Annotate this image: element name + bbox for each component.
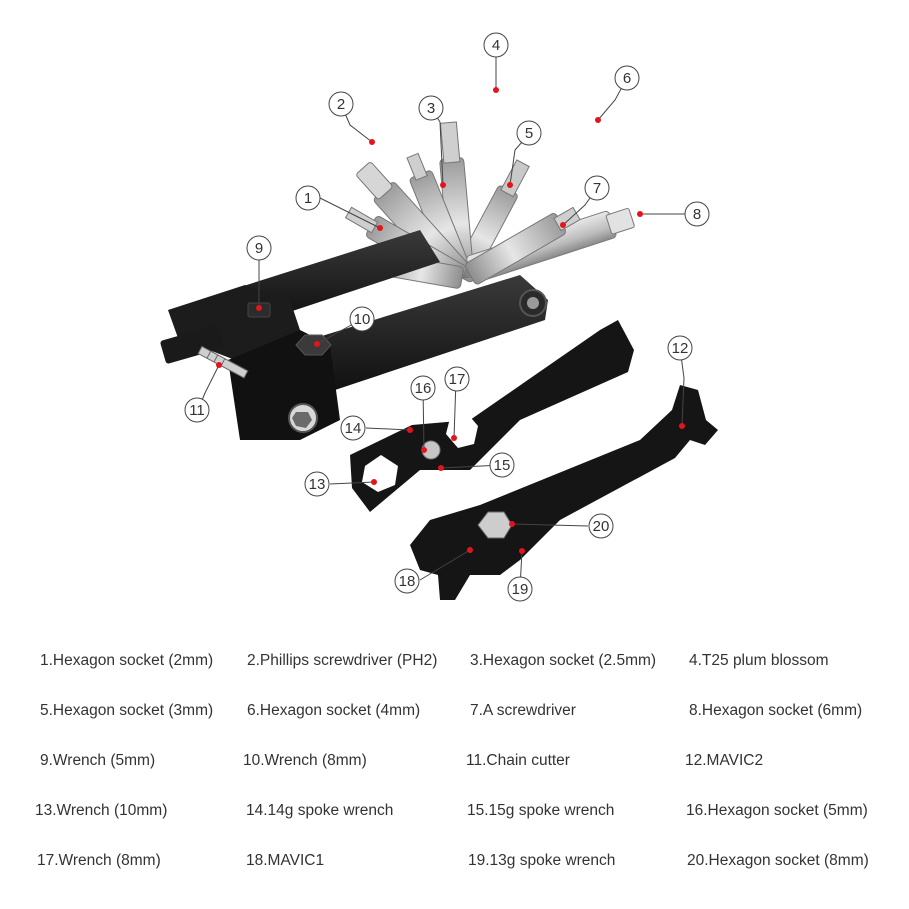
- svg-text:3: 3: [427, 100, 435, 117]
- svg-text:4: 4: [492, 37, 500, 54]
- tool-frame: [160, 230, 548, 440]
- legend-item: 17.Wrench (8mm): [37, 852, 161, 869]
- svg-text:7: 7: [593, 180, 601, 197]
- legend-item: 13.Wrench (10mm): [35, 802, 168, 819]
- legend-item: 9.Wrench (5mm): [40, 752, 156, 769]
- svg-text:13: 13: [309, 476, 326, 493]
- legend-item: 14.14g spoke wrench: [246, 802, 394, 819]
- legend-item: 2.Phillips screwdriver (PH2): [247, 652, 438, 669]
- marker-dots: [216, 87, 685, 554]
- callout-15: 15: [489, 452, 515, 478]
- callout-8: 8: [684, 201, 710, 227]
- legend-item: 11.Chain cutter: [466, 752, 570, 769]
- svg-text:6: 6: [623, 70, 631, 87]
- legend-item: 5.Hexagon socket (3mm): [40, 702, 214, 719]
- svg-text:8: 8: [693, 206, 701, 223]
- callout-20: 20: [588, 513, 614, 539]
- legend-item: 3.Hexagon socket (2.5mm): [470, 652, 657, 669]
- callout-9: 9: [246, 235, 272, 261]
- callout-11: 11: [184, 397, 210, 423]
- legend-item: 15.15g spoke wrench: [467, 802, 615, 819]
- callout-19: 19: [507, 576, 533, 602]
- svg-text:17: 17: [449, 371, 466, 388]
- svg-text:2: 2: [337, 96, 345, 113]
- callout-12: 12: [667, 335, 693, 361]
- svg-text:20: 20: [593, 518, 610, 535]
- callout-2: 2: [328, 91, 354, 117]
- legend-item: 4.T25 plum blossom: [689, 652, 829, 669]
- callout-3: 3: [418, 95, 444, 121]
- legend-item: 7.A screwdriver: [470, 702, 576, 719]
- spoke-wrench: [350, 320, 634, 512]
- callout-13: 13: [304, 471, 330, 497]
- svg-text:18: 18: [399, 573, 416, 590]
- legend-item: 18.MAVIC1: [246, 852, 325, 869]
- svg-text:14: 14: [345, 420, 362, 437]
- svg-text:12: 12: [672, 340, 689, 357]
- svg-text:19: 19: [512, 581, 529, 598]
- svg-text:9: 9: [255, 240, 263, 257]
- callout-7: 7: [584, 175, 610, 201]
- legend-item: 16.Hexagon socket (5mm): [686, 802, 868, 819]
- callout-16: 16: [410, 375, 436, 401]
- legend-item: 12.MAVIC2: [685, 752, 764, 769]
- callout-18: 18: [394, 568, 420, 594]
- tool-legend: 1.Hexagon socket (2mm) 2.Phillips screwd…: [0, 638, 909, 888]
- svg-text:11: 11: [189, 402, 205, 419]
- legend-item: 10.Wrench (8mm): [243, 752, 367, 769]
- legend-item: 20.Hexagon socket (8mm): [687, 852, 869, 869]
- svg-text:10: 10: [354, 311, 371, 328]
- callout-6: 6: [614, 65, 640, 91]
- multi-tool-diagram: 1 2 3 4 5 6 7 8: [160, 32, 718, 602]
- legend-item: 1.Hexagon socket (2mm): [40, 652, 214, 669]
- svg-text:5: 5: [525, 125, 533, 142]
- callout-17: 17: [444, 366, 470, 392]
- svg-text:15: 15: [494, 457, 511, 474]
- legend-item: 19.13g spoke wrench: [468, 852, 616, 869]
- legend-item: 6.Hexagon socket (4mm): [247, 702, 421, 719]
- legend-item: 8.Hexagon socket (6mm): [689, 702, 863, 719]
- callout-5: 5: [516, 120, 542, 146]
- callout-1: 1: [295, 185, 321, 211]
- callout-4: 4: [483, 32, 509, 58]
- callout-badges: 1 2 3 4 5 6 7 8: [184, 32, 710, 602]
- callout-10: 10: [349, 306, 375, 332]
- callout-14: 14: [340, 415, 366, 441]
- svg-text:1: 1: [304, 190, 312, 207]
- svg-text:16: 16: [415, 380, 432, 397]
